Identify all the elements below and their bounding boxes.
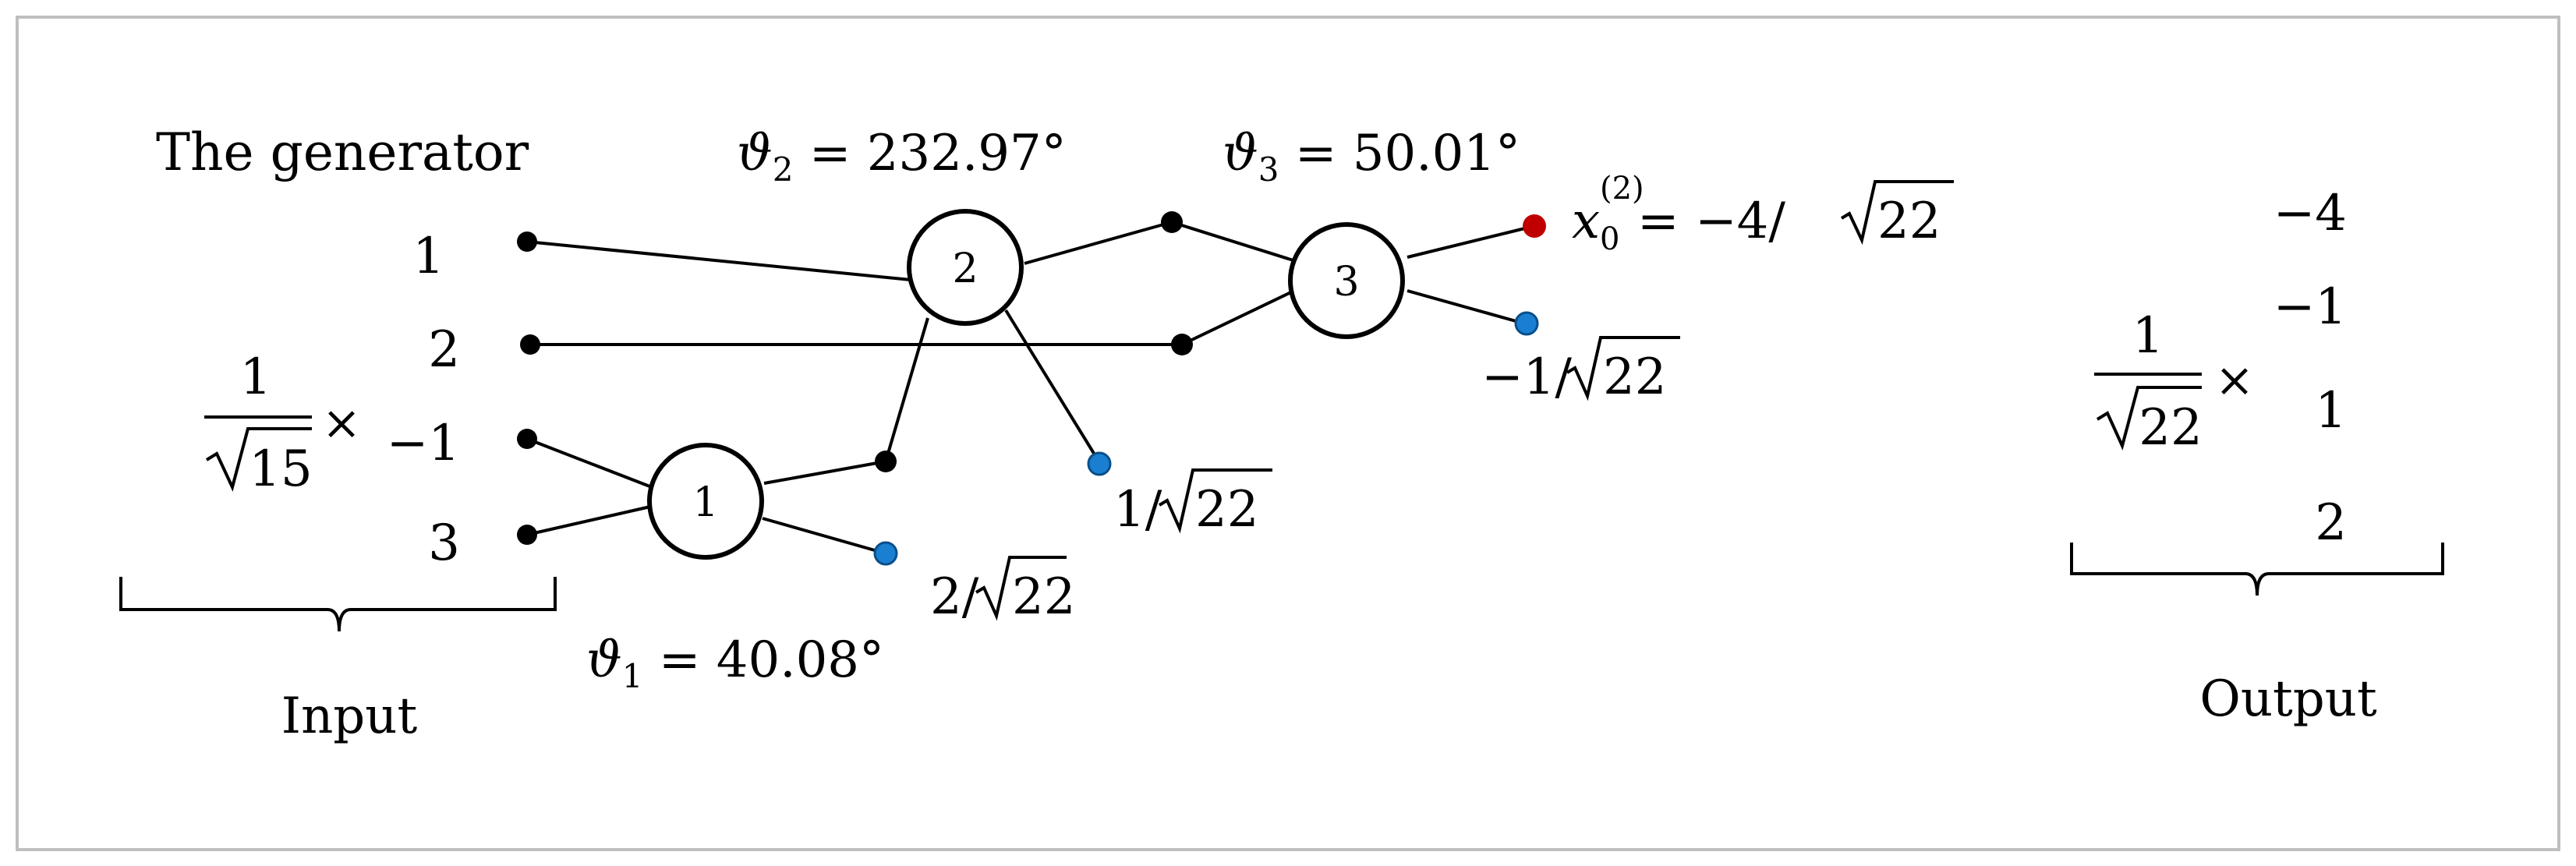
theta-3-sub: 3 (1258, 150, 1279, 189)
node-2-circle (907, 209, 1024, 326)
theta-2-symbol: ϑ (737, 125, 773, 182)
input-times-sign: × (322, 396, 361, 451)
input-dot-4 (517, 525, 537, 545)
output-sqrt-sign (2096, 386, 2202, 451)
input-prefactor-numerator: 1 (240, 348, 272, 406)
output-dot-node2 (1087, 451, 1112, 476)
generator-title: The generator (156, 122, 529, 182)
theta-2-sub: 2 (773, 150, 794, 189)
amp-node3-low-sqrt (1566, 336, 1680, 401)
node-1: 1 (647, 443, 764, 560)
amp-node1-label: 2/ 22 (930, 556, 1075, 626)
split-dot (1161, 211, 1183, 233)
input-prefactor: 1 15 × (204, 348, 361, 498)
wire-node1-out (762, 517, 886, 555)
output-vector: −4 −1 1 2 (2273, 185, 2347, 552)
output-brace (2070, 543, 2444, 596)
amp-node3-low-label: −1/ 22 (1481, 336, 1680, 406)
endpoint-dots (517, 211, 1546, 566)
theta-1-symbol: ϑ (586, 631, 622, 689)
svg-text:x: x (1572, 193, 1600, 250)
wire-in3-to-node1 (526, 437, 653, 489)
wire-node1-to-join (763, 460, 886, 485)
input-dot-3 (517, 429, 537, 449)
input-dot-2 (520, 334, 540, 355)
input-sqrt-sign (205, 427, 312, 492)
amp-x-sqrt (1840, 180, 1954, 246)
connection-lines (526, 221, 1535, 555)
svg-text:ϑ3 = 50.01°: ϑ3 = 50.01° (1223, 125, 1520, 189)
theta-3-label: ϑ3 = 50.01° (1223, 125, 1520, 189)
amp-x-sub: 0 (1600, 221, 1619, 257)
amp-x-sup: (2) (1600, 171, 1644, 207)
output-entry-2: −1 (2273, 278, 2347, 336)
amp-x-var: x (1572, 193, 1600, 250)
theta-3-value: = 50.01° (1279, 125, 1520, 182)
input-label: Input (281, 687, 418, 745)
node-3-circle (1288, 222, 1405, 339)
input-dot-1 (517, 232, 537, 252)
output-entry-1: −4 (2273, 185, 2347, 242)
output-dot-node1 (873, 541, 898, 566)
theta-3-symbol: ϑ (1223, 125, 1258, 182)
join-dot (875, 451, 897, 472)
theta-2-value: = 232.97° (793, 125, 1066, 182)
wire-node2-to-split (1024, 221, 1173, 265)
input-entry-2: 2 (428, 321, 460, 379)
input-entry-3: −1 (387, 415, 460, 472)
wire-node3-out-high (1407, 224, 1535, 259)
node-1-label: 1 (692, 479, 718, 526)
node-2: 2 (907, 209, 1024, 326)
svg-text:ϑ1 = 40.08°: ϑ1 = 40.08° (586, 631, 884, 695)
wire-join-to-node2 (884, 317, 929, 462)
output-entry-3: 1 (2315, 382, 2347, 440)
output-prefactor-sqrt-arg: 22 (2139, 399, 2202, 457)
wire-in4-to-node1 (526, 505, 651, 536)
theta-1-value: = 40.08° (642, 631, 884, 689)
output-times-sign: × (2215, 353, 2254, 408)
theta-1-sub: 1 (622, 657, 643, 695)
node-2-label: 2 (952, 246, 978, 292)
input-entry-4: 3 (428, 514, 460, 572)
node-3: 3 (1288, 222, 1405, 339)
amp-x-sqrt-arg: 22 (1877, 193, 1941, 250)
wire-in1-to-node2 (526, 240, 919, 282)
wire-merge-to-node3 (1181, 288, 1297, 346)
theta-2-label: ϑ2 = 232.97° (737, 125, 1067, 189)
input-brace (119, 577, 557, 632)
input-prefactor-sqrt-arg: 15 (249, 440, 312, 498)
svg-text:ϑ2 = 232.97°: ϑ2 = 232.97° (737, 125, 1067, 189)
amp-x-eq: = −4/ (1637, 193, 1785, 250)
theta-1-label: ϑ1 = 40.08° (586, 631, 884, 695)
output-dot-node3-high (1523, 214, 1546, 238)
output-dot-node3-low (1514, 311, 1539, 336)
amp-node1-sqrt-arg: 22 (1012, 568, 1075, 626)
figure-frame (16, 16, 2560, 851)
amp-node3-low-sqrt-arg: 22 (1603, 348, 1666, 406)
node-1-circle (647, 443, 764, 560)
output-prefactor: 1 22 × (2094, 307, 2254, 457)
amp-node2-sqrt (1158, 468, 1272, 534)
output-entry-4: 2 (2315, 494, 2347, 552)
amp-node3-high-label: x (2) 0 = −4/ 22 (1572, 171, 1954, 257)
amp-node1-num: 2/ (930, 568, 979, 626)
wire-node3-out-low (1407, 289, 1525, 325)
input-vector: 1 2 −1 3 (387, 228, 460, 572)
wire-node2-out (1004, 309, 1101, 464)
amp-node2-label: 1/ 22 (1113, 468, 1272, 539)
amp-node3-low-num: −1/ (1481, 348, 1572, 406)
node-3-label: 3 (1333, 259, 1359, 306)
output-label: Output (2199, 670, 2377, 728)
amp-node2-sqrt-arg: 22 (1195, 481, 1258, 539)
input-entry-1: 1 (412, 228, 444, 285)
merge-dot (1171, 334, 1193, 355)
amp-node1-sqrt (975, 556, 1067, 621)
wire-split-to-node3 (1171, 221, 1297, 263)
output-prefactor-numerator: 1 (2132, 307, 2164, 365)
amp-node2-num: 1/ (1113, 481, 1162, 539)
